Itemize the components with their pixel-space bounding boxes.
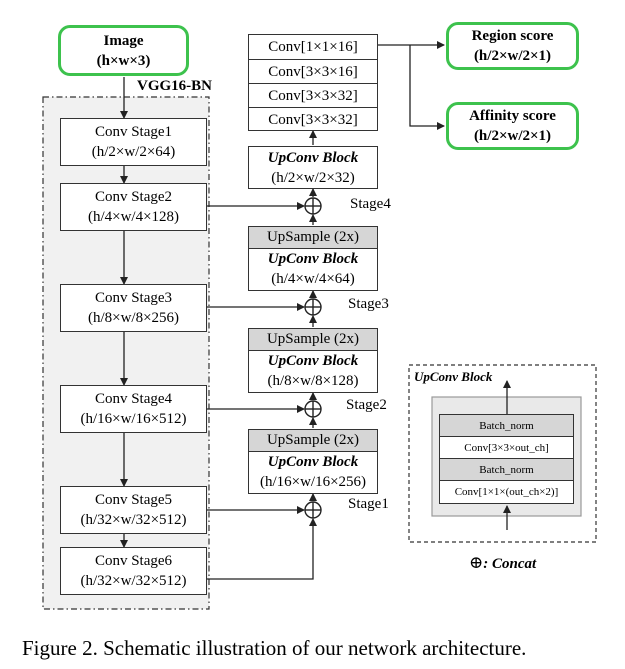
legend-layer-conv1: Conv[1×1×(out_ch×2)] xyxy=(440,481,573,503)
output-title: Affinity score xyxy=(469,108,556,124)
upconv-dims: (h/2×w/2×32) xyxy=(271,169,355,186)
image-input-box: Image (h×w×3) xyxy=(58,25,189,76)
image-input-dims: (h×w×3) xyxy=(96,52,151,69)
upsample-label: UpSample (2x) xyxy=(249,430,377,452)
conv-stage-name: Conv Stage6 xyxy=(94,553,173,569)
conv-stage-3: Conv Stage3 (h/8×w/8×256) xyxy=(60,284,207,332)
conv-stage-1: Conv Stage1 (h/2×w/2×64) xyxy=(60,118,207,166)
image-input-title: Image xyxy=(103,32,144,49)
concat-legend: ⊕: Concat xyxy=(469,553,536,573)
conv-stage-5: Conv Stage5 (h/32×w/32×512) xyxy=(60,486,207,534)
upsample-label: UpSample (2x) xyxy=(249,329,377,351)
figure-caption: Figure 2. Schematic illustration of our … xyxy=(22,636,527,660)
upconv-dims: (h/8×w/8×128) xyxy=(267,373,359,389)
stage-label-4: Stage4 xyxy=(350,196,391,212)
output-dims: (h/2×w/2×1) xyxy=(473,128,552,144)
stage-label-1: Stage1 xyxy=(348,496,389,512)
conv-stage-name: Conv Stage2 xyxy=(94,189,173,205)
upsample-block-2: UpSample (2x) UpConv Block (h/8×w/8×128) xyxy=(248,328,378,393)
conv-stage-dims: (h/4×w/4×128) xyxy=(87,209,180,225)
conv-stage-name: Conv Stage1 xyxy=(94,124,173,140)
legend-layer-batchnorm-2: Batch_norm xyxy=(440,459,573,481)
arrow-to-affinity xyxy=(409,45,445,130)
legend-layer-batchnorm-1: Batch_norm xyxy=(440,415,573,437)
output-title: Region score xyxy=(471,28,554,44)
concat-symbol-icon: ⊕ xyxy=(469,553,484,572)
upconv-dims: (h/16×w/16×256) xyxy=(259,474,367,490)
concat-stage2-icon xyxy=(304,400,322,418)
affinity-score-output: Affinity score (h/2×w/2×1) xyxy=(446,102,579,150)
final-conv-stack: Conv[1×1×16] Conv[3×3×16] Conv[3×3×32] C… xyxy=(248,34,378,131)
stage-label-3: Stage3 xyxy=(348,296,389,312)
upconv-title: UpConv Block xyxy=(267,454,359,470)
backbone-label: VGG16-BN xyxy=(137,78,212,94)
legend-layer-conv3: Conv[3×3×out_ch] xyxy=(440,437,573,459)
conv-stage-6: Conv Stage6 (h/32×w/32×512) xyxy=(60,547,207,595)
concat-stage4-icon xyxy=(304,197,322,215)
final-conv-4: Conv[3×3×32] xyxy=(249,107,377,131)
region-score-output: Region score (h/2×w/2×1) xyxy=(446,22,579,70)
legend-title: UpConv Block xyxy=(414,369,493,384)
upsample-block-3: UpSample (2x) UpConv Block (h/16×w/16×25… xyxy=(248,429,378,494)
upsample-block-1: UpSample (2x) UpConv Block (h/4×w/4×64) xyxy=(248,226,378,291)
final-conv-2: Conv[3×3×16] xyxy=(249,59,377,83)
conv-stage-dims: (h/2×w/2×64) xyxy=(91,144,176,160)
conv-stage-dims: (h/32×w/32×512) xyxy=(80,573,187,589)
upconv-block-top: UpConv Block (h/2×w/2×32) xyxy=(248,146,378,189)
conv-stage-dims: (h/32×w/32×512) xyxy=(80,512,187,528)
concat-legend-label: : Concat xyxy=(483,556,537,572)
final-conv-3: Conv[3×3×32] xyxy=(249,83,377,107)
concat-stage3-icon xyxy=(304,298,322,316)
upconv-dims: (h/4×w/4×64) xyxy=(271,271,355,287)
upconv-title: UpConv Block xyxy=(267,353,359,369)
output-dims: (h/2×w/2×1) xyxy=(473,48,552,64)
conv-stage-name: Conv Stage4 xyxy=(94,391,173,407)
upsample-label: UpSample (2x) xyxy=(249,227,377,249)
upconv-title: UpConv Block xyxy=(267,251,359,267)
final-conv-1: Conv[1×1×16] xyxy=(268,39,358,55)
stage-label-2: Stage2 xyxy=(346,397,387,413)
skip-stage6 xyxy=(207,518,317,580)
concat-stage1-icon xyxy=(304,501,322,519)
conv-stage-dims: (h/8×w/8×256) xyxy=(87,310,180,326)
conv-stage-4: Conv Stage4 (h/16×w/16×512) xyxy=(60,385,207,433)
conv-stage-name: Conv Stage5 xyxy=(94,492,173,508)
conv-stage-dims: (h/16×w/16×512) xyxy=(80,411,187,427)
upconv-title: UpConv Block xyxy=(267,149,359,166)
conv-stage-name: Conv Stage3 xyxy=(94,290,173,306)
conv-stage-2: Conv Stage2 (h/4×w/4×128) xyxy=(60,183,207,231)
legend-layer-stack: Batch_norm Conv[3×3×out_ch] Batch_norm C… xyxy=(439,414,574,504)
